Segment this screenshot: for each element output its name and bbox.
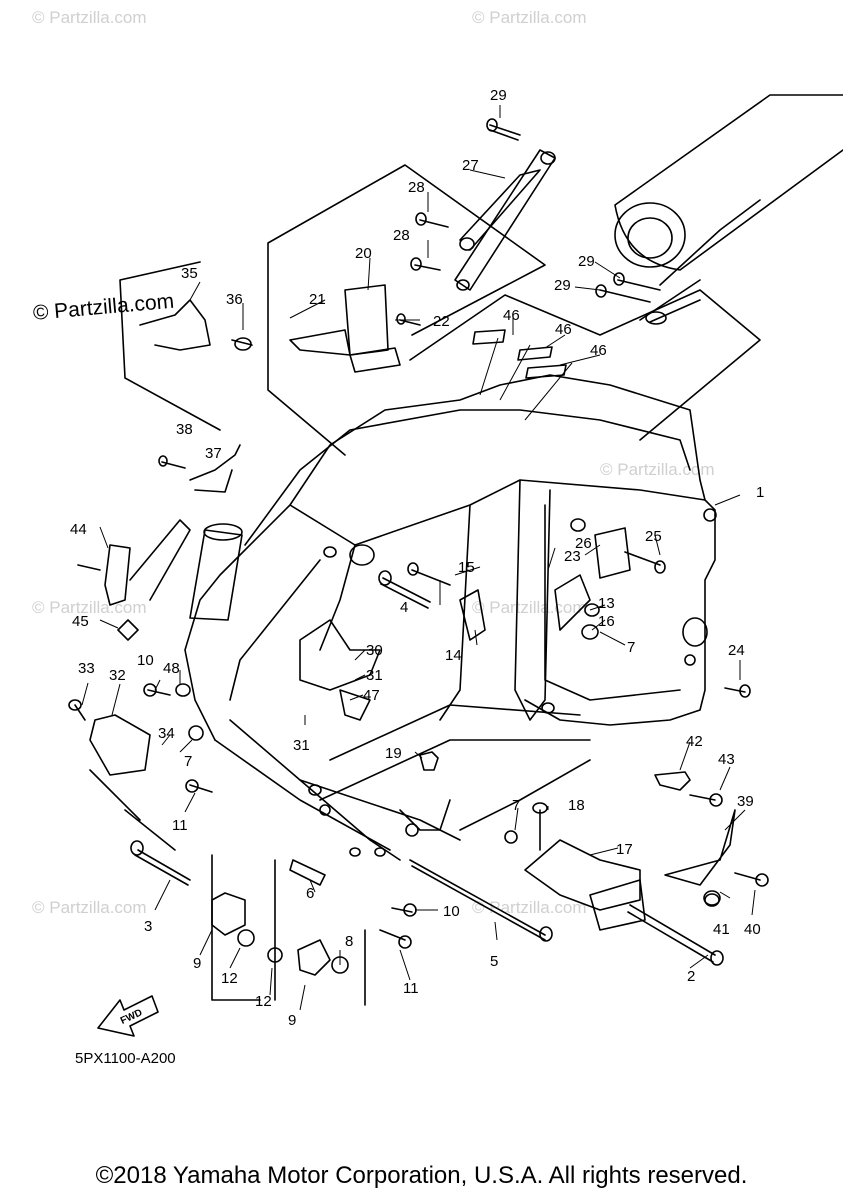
fwd-arrow-icon [97,995,159,1037]
callout-5: 5 [490,953,498,970]
callout-9a: 9 [193,955,201,972]
callout-1: 1 [756,484,764,501]
callout-27: 27 [462,157,479,174]
callout-10b: 10 [443,903,460,920]
watermark-text: © Partzilla.com [32,8,147,27]
callout-9b: 9 [288,1012,296,1029]
callout-43: 43 [718,751,735,768]
callout-25: 25 [645,528,662,545]
callout-12a: 12 [221,970,238,987]
callout-35: 35 [181,265,198,282]
callout-19: 19 [385,745,402,762]
callout-26: 26 [575,535,592,552]
watermark-text: © Partzilla.com [472,8,587,27]
main-frame-drawing [184,374,717,861]
callout-21: 21 [309,291,326,308]
callout-11a: 11 [172,817,188,834]
callout-30: 30 [366,642,383,659]
callout-39: 39 [737,793,754,810]
callout-15: 15 [458,559,475,576]
callout-38: 38 [176,421,193,438]
callout-31a: 31 [366,667,383,684]
callout-7b: 7 [184,753,192,770]
diagram-code: 5PX1100-A200 [75,1050,176,1067]
callout-46b: 46 [555,321,572,338]
callout-47: 47 [363,687,380,704]
footer-copyright: ©2018 Yamaha Motor Corporation, U.S.A. A… [95,1162,748,1189]
muffler-drawing [614,94,843,325]
callout-24: 24 [728,642,745,659]
callout-41: 41 [713,921,730,938]
callout-20: 20 [355,245,372,262]
callout-36: 36 [226,291,243,308]
watermark-text: © Partzilla.com [32,898,147,917]
callout-44: 44 [70,521,87,538]
callout-10a: 10 [137,652,154,669]
callout-11b: 11 [403,980,419,997]
callout-33: 33 [78,660,95,677]
callout-4: 4 [400,599,408,616]
callout-2: 2 [687,968,695,985]
callout-42: 42 [686,733,703,750]
callout-37: 37 [205,445,222,462]
callout-14: 14 [445,647,462,664]
callout-12b: 12 [255,993,272,1010]
callout-34: 34 [158,725,175,742]
callout-28a: 28 [408,179,425,196]
callout-29a: 29 [490,87,507,104]
fwd-label: FWD [119,1007,144,1027]
callout-7a: 7 [627,639,635,656]
callout-6: 6 [306,885,314,902]
callout-23: 23 [564,548,581,565]
callout-16: 16 [598,613,615,630]
callout-31b: 31 [293,737,310,754]
callout-45: 45 [72,613,89,630]
callout-46c: 46 [590,342,607,359]
callout-48: 48 [163,660,180,677]
callout-29c: 29 [554,277,571,294]
watermark-text: © Partzilla.com [600,460,715,479]
callout-40: 40 [744,921,761,938]
callout-8: 8 [345,933,353,950]
callout-32: 32 [109,667,126,684]
callout-17: 17 [616,841,633,858]
callout-3: 3 [144,918,152,935]
callout-13: 13 [598,595,615,612]
callout-29b: 29 [578,253,595,270]
callout-46a: 46 [503,307,520,324]
callout-18: 18 [568,797,585,814]
callout-7c: 7 [512,797,520,814]
watermark-text: © Partzilla.com [472,898,587,917]
callout-28b: 28 [393,227,410,244]
callout-22: 22 [433,313,450,330]
